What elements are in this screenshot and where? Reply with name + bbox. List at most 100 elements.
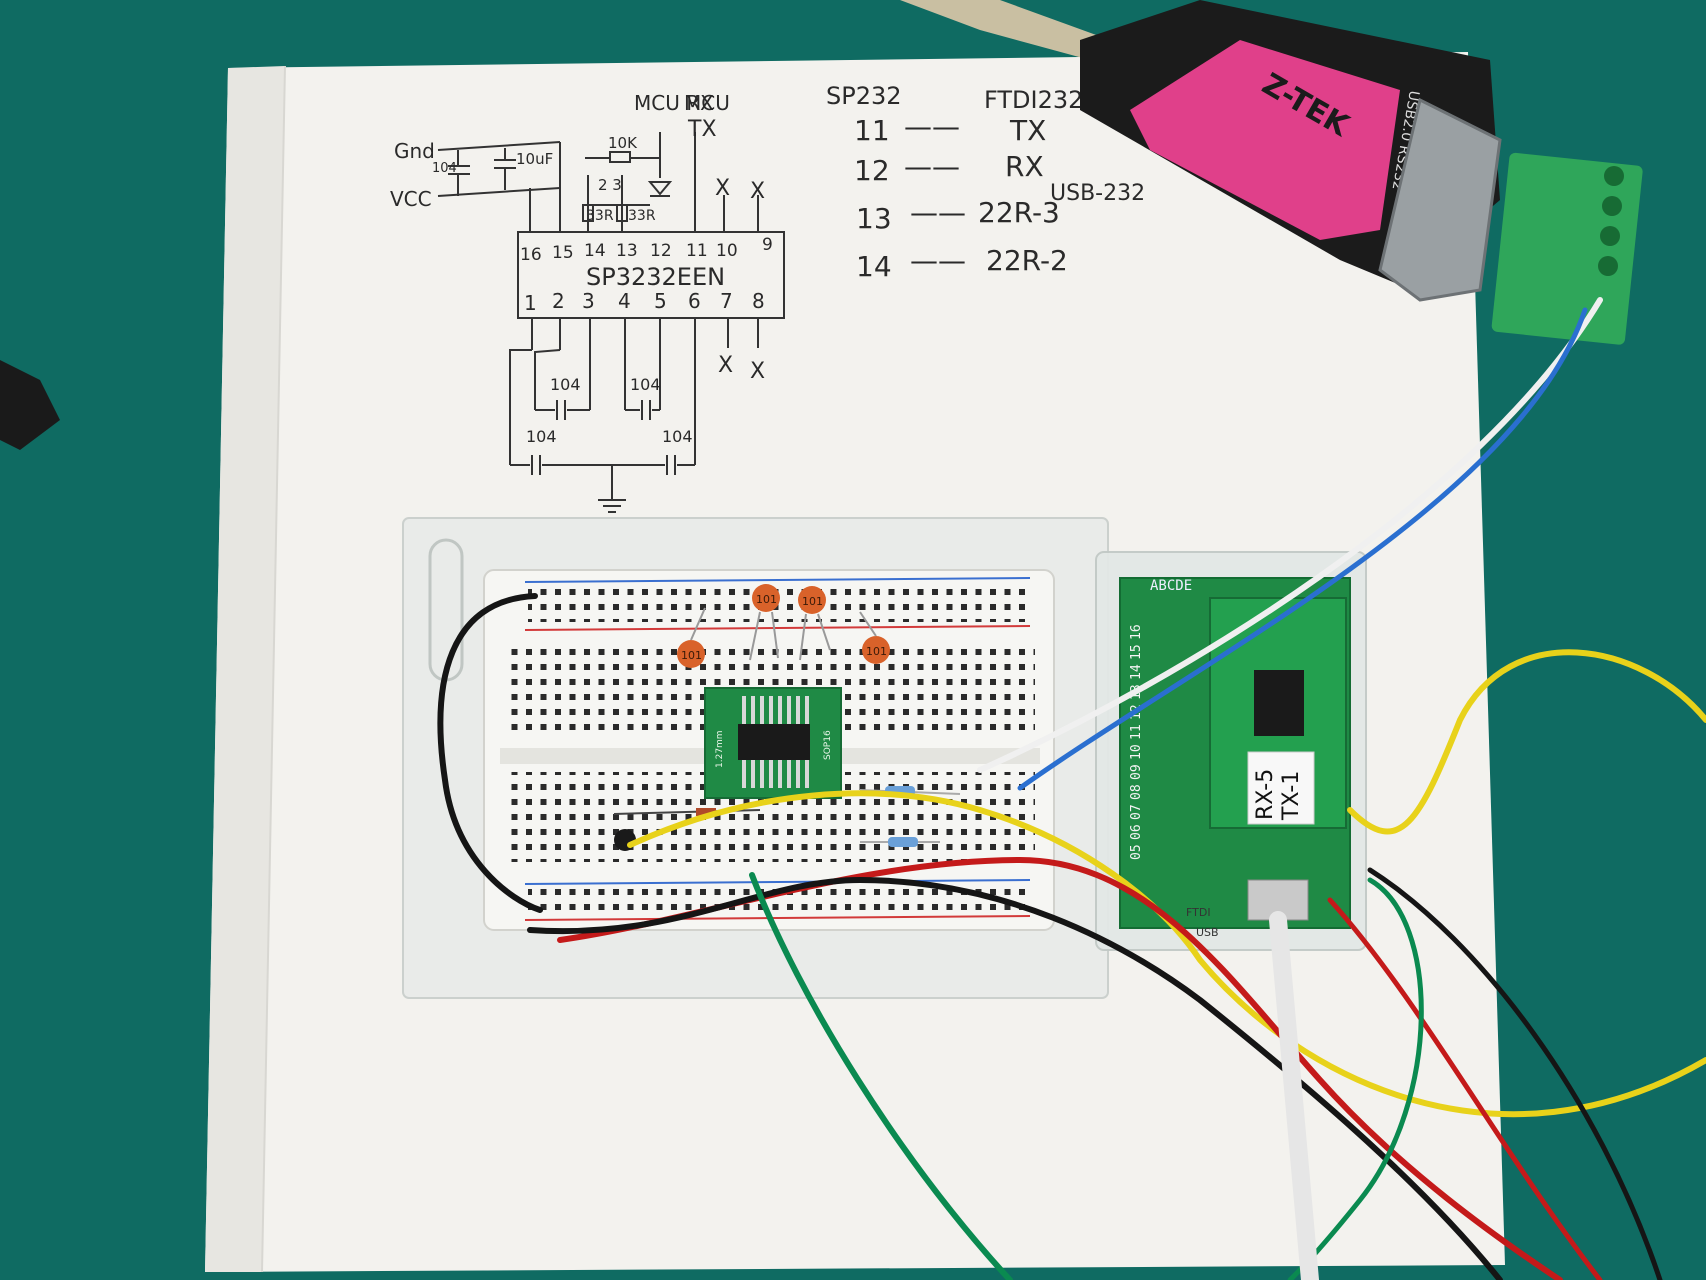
left-black-object bbox=[0, 360, 60, 450]
cap-disc-label: 101 bbox=[681, 649, 702, 662]
table-header-right: FTDI232 bbox=[984, 86, 1083, 114]
pin-16: 16 bbox=[520, 245, 542, 265]
cap-disc bbox=[862, 636, 890, 664]
wire-black-module bbox=[1367, 867, 1663, 1280]
rail-line-blue-bottom bbox=[524, 879, 1031, 885]
diode-num-label: 2 3 bbox=[598, 176, 622, 194]
mcu-tx-pin-label: TX bbox=[687, 117, 717, 142]
row-left: 13 bbox=[856, 202, 892, 235]
pin-14: 14 bbox=[584, 241, 606, 261]
row-dash: —— bbox=[904, 150, 960, 183]
pin-12: 12 bbox=[650, 241, 672, 261]
row-num: 08 bbox=[1129, 784, 1144, 800]
row-right: 22R-3 bbox=[978, 196, 1060, 229]
wire-yellow-right bbox=[1347, 649, 1706, 835]
row-right: RX bbox=[1005, 150, 1044, 183]
pin-5: 5 bbox=[654, 289, 667, 313]
resistor bbox=[888, 837, 918, 847]
sop16-adapter: SOP16 1.27mm bbox=[704, 687, 842, 799]
row-right: 22R-2 bbox=[986, 244, 1068, 277]
ceramic-capacitors: 101 101 101 101 bbox=[677, 584, 890, 668]
screw-terminal-screws bbox=[1598, 166, 1624, 276]
row-num: 10 bbox=[1129, 744, 1144, 760]
table-row: 13 —— 22R-3 bbox=[856, 196, 1060, 235]
x-mark-pin10: X bbox=[715, 176, 730, 201]
table-row: 11 —— TX bbox=[854, 110, 1046, 147]
table-row: 12 —— RX bbox=[854, 150, 1044, 187]
adapter-label: SOP16 bbox=[823, 730, 833, 760]
usb-cable-white bbox=[1269, 911, 1319, 1280]
pin-11: 11 bbox=[686, 241, 708, 261]
cap-labels: 104 104 104 104 bbox=[526, 375, 693, 446]
cap-disc-label: 101 bbox=[756, 593, 777, 606]
cap-disc-label: 101 bbox=[802, 595, 823, 608]
x-mark-pin7: X bbox=[718, 353, 733, 378]
r-33b-label: 33R bbox=[628, 208, 656, 224]
table-note: USB-232 bbox=[1050, 181, 1145, 206]
r-10k-label: 10K bbox=[608, 134, 638, 152]
wire-black-main bbox=[527, 876, 1503, 1280]
adapter-body-pink bbox=[1130, 40, 1400, 240]
row-left: 14 bbox=[856, 250, 892, 283]
cap-label-a: 104 bbox=[550, 375, 581, 394]
pin-4: 4 bbox=[618, 289, 631, 313]
schematic bbox=[437, 132, 785, 513]
usb-cable-braided bbox=[900, 0, 1110, 60]
row-dash: —— bbox=[910, 196, 966, 229]
mcu-tx-label: MCU bbox=[684, 91, 730, 115]
row-num: 06 bbox=[1129, 824, 1144, 840]
cap-label-c: 104 bbox=[526, 427, 557, 446]
pin-13: 13 bbox=[616, 241, 638, 261]
row-left: 12 bbox=[854, 154, 890, 187]
db9-usb-adapter: Z-TEK USB2.0 RS232 bbox=[900, 0, 1643, 345]
cap-disc bbox=[752, 584, 780, 612]
row-num: 07 bbox=[1129, 804, 1144, 820]
module-edge-text: FTDI bbox=[1186, 906, 1211, 919]
adapter-pins bbox=[742, 696, 809, 788]
ic-chip bbox=[738, 724, 810, 760]
wire-white bbox=[977, 297, 1603, 773]
r-33a-label: 33R bbox=[586, 208, 614, 224]
ic-pins-bottom: 1 2 3 4 5 6 7 8 bbox=[524, 289, 765, 315]
x-mark-pin9: X bbox=[750, 179, 765, 204]
paper-fold-line bbox=[261, 65, 286, 1273]
rail-line-blue-top bbox=[524, 577, 1031, 583]
schematic-labels: Gnd VCC 104 10uF 10K MCU RX MCU TX 2 3 3… bbox=[390, 91, 773, 446]
pin-15: 15 bbox=[552, 243, 574, 263]
row-num: 16 bbox=[1129, 624, 1144, 640]
wires bbox=[437, 297, 1706, 1280]
row-num: 05 bbox=[1129, 844, 1144, 860]
row-left: 11 bbox=[854, 114, 890, 147]
db9-metal-shell bbox=[1378, 97, 1502, 302]
wire-red-module bbox=[1327, 897, 1603, 1280]
pin-3: 3 bbox=[582, 289, 595, 313]
module-usb-text: USB bbox=[1196, 926, 1219, 939]
row-num: 09 bbox=[1129, 764, 1144, 780]
rail-line-red-bottom bbox=[524, 915, 1031, 921]
pin-9: 9 bbox=[762, 235, 773, 255]
cap-104-top-label: 104 bbox=[432, 161, 457, 176]
adapter-pitch: 1.27mm bbox=[715, 730, 725, 768]
module-row-numbers: 16 15 14 13 12 11 10 09 08 07 06 05 bbox=[1129, 624, 1144, 860]
row-dash: —— bbox=[904, 110, 960, 143]
pin-1: 1 bbox=[524, 291, 537, 315]
ic-pins-top: 16 15 14 13 12 11 10 9 bbox=[520, 235, 773, 265]
diode bbox=[696, 808, 716, 816]
rail-line-red-top bbox=[524, 625, 1031, 631]
module-label-tx: TX-1 bbox=[1279, 771, 1304, 821]
row-num: 11 bbox=[1129, 724, 1144, 740]
mcu-rx-label: MCU RX bbox=[634, 91, 714, 115]
pin-6: 6 bbox=[688, 289, 701, 313]
cap-label-d: 104 bbox=[662, 427, 693, 446]
pin-mapping-table: SP232 FTDI232 USB-232 11 —— TX 12 —— RX … bbox=[826, 82, 1145, 283]
wire-black-loop bbox=[437, 593, 543, 913]
pin-10: 10 bbox=[716, 241, 738, 261]
wire-green bbox=[749, 872, 1013, 1280]
ic-name-label: SP3232EEN bbox=[586, 263, 725, 291]
gnd-label: Gnd bbox=[394, 139, 435, 163]
x-mark-pin8: X bbox=[750, 359, 765, 384]
pin-8: 8 bbox=[752, 289, 765, 313]
cap-label-b: 104 bbox=[630, 375, 661, 394]
x-marks: X X X X bbox=[715, 176, 765, 384]
